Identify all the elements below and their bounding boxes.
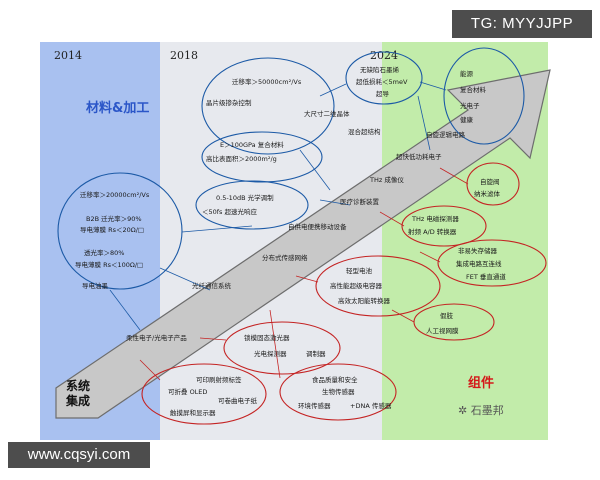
label-rs-20: 导电薄膜 Rs＜20Ω/□ [80, 226, 145, 234]
label-ultralow-loss: 超低损耗＜5meV [356, 78, 408, 86]
arrow-sensor-network: 分布式传感网络 [262, 254, 308, 262]
label-mode-locked-laser: 锁模固态激光器 [244, 334, 290, 342]
label-dna-sensor: +DNA 传感器 [350, 402, 392, 410]
oval-optical [195, 180, 309, 230]
label-rf-tag: 可印刷射频标签 [196, 376, 242, 384]
label-b2b-transmittance: B2B 迁光率＞90% [86, 215, 142, 223]
label-nonvolatile-memory: 非易失存储器 [458, 247, 497, 255]
oval-spin [466, 162, 520, 206]
label-prosthetic: 假肢 [440, 312, 453, 320]
arrow-portable-devices: 自供电便携移动设备 [288, 223, 347, 231]
oval-energy [315, 255, 441, 317]
logo-graphene: ✲ 石墨邦 [458, 402, 504, 418]
label-foldable-oled: 可折叠 OLED [168, 388, 208, 396]
arrow-flexible-electronics: 柔性电子/光电子产品 [126, 334, 187, 342]
oval-2d-crystal [201, 57, 335, 155]
label-nano-body: 纳米滤体 [474, 190, 500, 198]
label-ultrafast-response: ＜50fs 超速光响应 [202, 208, 258, 216]
oval-applications [443, 47, 525, 145]
arrow-spin-logic: 自旋逻辑电路 [426, 131, 465, 139]
label-health: 健康 [460, 116, 473, 124]
label-superconductor: 超导 [376, 90, 389, 98]
year-2018: 2018 [170, 49, 198, 62]
year-2014: 2014 [54, 49, 82, 62]
oval-print [141, 363, 267, 425]
label-hybrid-structure: 混合超结构 [348, 128, 381, 136]
label-transmittance-80: 透光率＞80% [84, 249, 125, 257]
red-connectors [139, 167, 469, 381]
label-food-safety: 食品质量和安全 [312, 376, 358, 384]
site-watermark: www.cqsyi.com [8, 442, 150, 468]
arrow-thz-imager: THz 成像仪 [370, 176, 404, 184]
label-mobility-20000: 迁移率＞20000cm²/Vs [80, 191, 150, 199]
label-photodetector: 光电探测器 [254, 350, 287, 358]
oval-superconductor [345, 51, 423, 105]
label-env-sensor: 环境传感器 [298, 402, 331, 410]
label-2d-crystal: 大尺寸二维晶体 [304, 110, 350, 118]
label-defect-free: 无缺陷石墨烯 [360, 66, 399, 74]
label-supercapacitor: 高性能超级电容器 [330, 282, 382, 290]
label-composite: 复合材料 [460, 86, 486, 94]
label-modulator: 调制器 [306, 350, 326, 358]
tg-tag: TG: MYYJJPP [452, 10, 592, 38]
blue-connectors [109, 81, 447, 331]
label-optoelectronic: 光电子 [460, 102, 480, 110]
title-materials: 材料&加工 [86, 101, 150, 116]
roadmap-arrow [55, 69, 551, 419]
label-doping-control: 晶片级掺杂控制 [206, 99, 252, 107]
oval-memory [437, 239, 547, 287]
label-spin-valve: 自旋阀 [480, 178, 500, 186]
oval-thz [401, 205, 487, 247]
label-energy: 能源 [460, 70, 473, 78]
oval-laser [223, 321, 341, 375]
label-fet-channel: FET 垂直通道 [466, 273, 506, 281]
title-components: 组件 [468, 376, 495, 391]
label-solar-converter: 高效太阳能转换器 [338, 297, 390, 305]
label-mobility-50000: 迁移率＞50000cm²/Vs [232, 78, 302, 86]
oval-composite [201, 131, 323, 183]
oval-transparent-conductor [57, 172, 183, 290]
oval-sensor [279, 363, 397, 421]
label-biosensor: 生物传感器 [322, 388, 355, 396]
arrow-fiber-communication: 光纤通信系统 [192, 282, 231, 290]
label-conductive-ink: 导电油墨 [82, 282, 108, 290]
logo-text: 石墨邦 [470, 404, 504, 417]
title-system: 系统 集成 [66, 379, 91, 408]
wechat-icon: ✲ [458, 404, 468, 417]
arrow-medical-diagnostics: 医疗诊断装置 [340, 198, 379, 206]
label-surface-area: 高比表面积＞2000m²/g [206, 155, 277, 163]
label-ic-interconnect: 集成电路互连线 [456, 260, 502, 268]
arrow-ultrafast-electronics: 超快低功耗电子 [396, 153, 442, 161]
label-rs-100: 导电薄膜 Rs＜100Ω/□ [75, 261, 144, 269]
label-artificial-retina: 人工视网膜 [426, 327, 459, 335]
label-optical-modulation: 0.5-10dB 光学调制 [216, 194, 274, 202]
label-thz-detector: THz 电磁探测器 [412, 215, 459, 223]
label-rollable-epaper: 可卷曲电子纸 [218, 397, 257, 405]
label-rf-adc: 射频 A/D 转换器 [408, 228, 457, 236]
label-light-battery: 轻型电池 [346, 267, 372, 275]
label-touchscreen: 触摸屏和显示器 [170, 409, 216, 417]
label-composite-modulus: E＞100GPa 复合材料 [220, 141, 284, 149]
